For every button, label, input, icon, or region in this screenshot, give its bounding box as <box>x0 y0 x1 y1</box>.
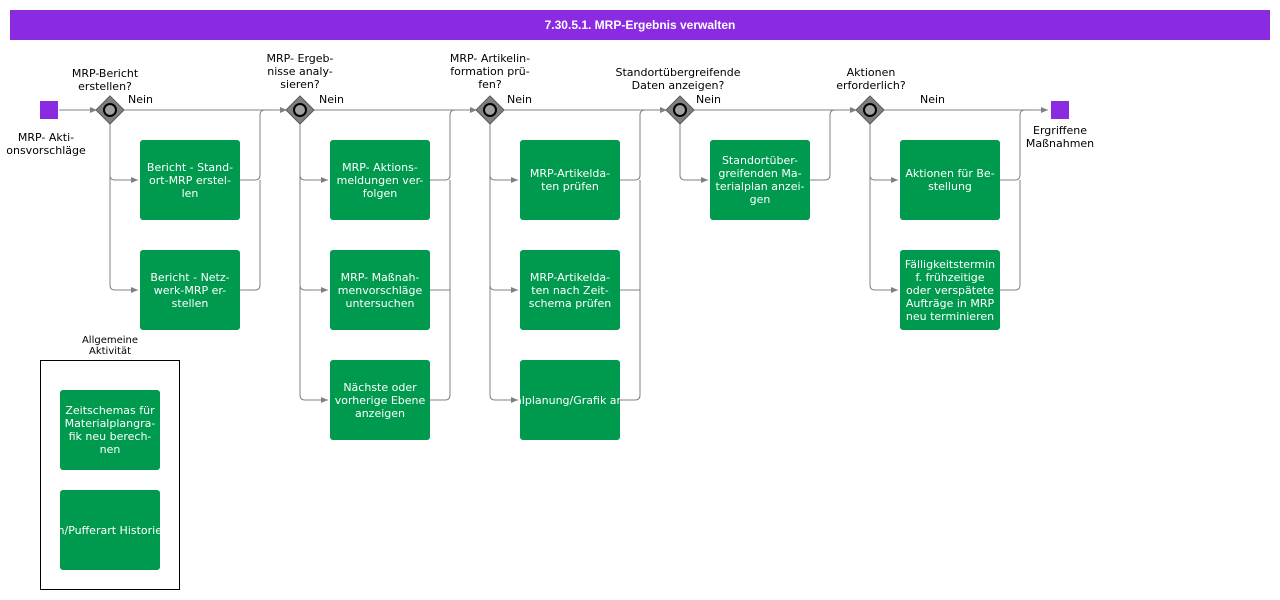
activity-label: Bericht - Netz- werk-MRP er- stellen <box>150 270 230 310</box>
gateway-question-3: MRP- Artikelin- formation prü- fen? <box>449 52 531 91</box>
diagram-title: 7.30.5.1. MRP-Ergebnis verwalten <box>10 10 1270 40</box>
activity-label: Standortüber- greifenden Ma- terialplan … <box>715 154 805 206</box>
activity-massnahmenvorschlaege[interactable]: MRP- Maßnah- menvorschläge untersuchen <box>330 250 430 330</box>
gateway-2 <box>285 95 315 125</box>
gateway-question-1: MRP-Bericht erstellen? <box>71 67 139 93</box>
activity-label: Bericht - Stand- ort-MRP erstel- len <box>146 160 234 200</box>
activity-label: Diagramm/Pufferart Historie erstellen <box>60 523 160 537</box>
activity-label: MRP- Maßnah- menvorschläge untersuchen <box>337 270 423 310</box>
activity-label: Nächste oder vorherige Ebene anzeigen <box>334 380 426 420</box>
activity-bericht-netzwerk-mrp[interactable]: Bericht - Netz- werk-MRP er- stellen <box>140 250 240 330</box>
activity-standortuebergreifender-plan[interactable]: Standortüber- greifenden Ma- terialplan … <box>710 140 810 220</box>
gateway-question-4: Standortübergreifende Daten anzeigen? <box>615 66 741 92</box>
legend-box <box>40 360 180 590</box>
gateway-no-label-2: Nein <box>319 93 345 106</box>
gateway-question-2: MRP- Ergeb- nisse analy- sieren? <box>266 52 334 91</box>
activity-materialplanung-grafik[interactable]: Materialplanung/Grafik anzeigen <box>520 360 620 440</box>
activity-bericht-standort-mrp[interactable]: Bericht - Stand- ort-MRP erstel- len <box>140 140 240 220</box>
gateway-4 <box>665 95 695 125</box>
gateway-question-5: Aktionen erforderlich? <box>836 66 906 92</box>
activity-label: Zeitschemas für Materialplangra- fik neu… <box>64 404 156 456</box>
activity-label: Aktionen für Be- stellung <box>905 167 995 193</box>
legend-activity-diagramm-historie[interactable]: Diagramm/Pufferart Historie erstellen <box>60 490 160 570</box>
activity-label: MRP-Artikelda- ten prüfen <box>529 167 611 193</box>
legend-activity-zeitschemas[interactable]: Zeitschemas für Materialplangra- fik neu… <box>60 390 160 470</box>
gateway-no-label-3: Nein <box>507 93 533 106</box>
start-event-label: MRP- Akti- onsvorschläge <box>6 131 86 157</box>
activity-artikeldaten-zeitschema[interactable]: MRP-Artikelda- ten nach Zeit- schema prü… <box>520 250 620 330</box>
activity-label: Fälligkeitstermin f. frühzeitige oder ve… <box>904 257 996 323</box>
legend-title: Allgemeine Aktivität <box>81 335 139 357</box>
activity-aktionsmeldungen-verfolgen[interactable]: MRP- Aktions- meldungen ver- folgen <box>330 140 430 220</box>
gateway-5 <box>855 95 885 125</box>
end-event-label: Ergriffene Maßnahmen <box>1025 124 1095 150</box>
gateway-no-label-4: Nein <box>696 93 722 106</box>
gateway-no-label-5: Nein <box>920 93 946 106</box>
activity-aktionen-bestellung[interactable]: Aktionen für Be- stellung <box>900 140 1000 220</box>
activity-naechste-ebene[interactable]: Nächste oder vorherige Ebene anzeigen <box>330 360 430 440</box>
end-event <box>1051 101 1069 119</box>
activity-label: Materialplanung/Grafik anzeigen <box>520 393 620 407</box>
activity-label: MRP-Artikelda- ten nach Zeit- schema prü… <box>528 270 612 310</box>
start-event <box>40 101 58 119</box>
gateway-1 <box>95 95 125 125</box>
gateway-3 <box>475 95 505 125</box>
activity-label: MRP- Aktions- meldungen ver- folgen <box>336 160 424 200</box>
gateway-no-label-1: Nein <box>128 93 154 106</box>
activity-faelligkeitstermin[interactable]: Fälligkeitstermin f. frühzeitige oder ve… <box>900 250 1000 330</box>
activity-artikeldaten-pruefen[interactable]: MRP-Artikelda- ten prüfen <box>520 140 620 220</box>
